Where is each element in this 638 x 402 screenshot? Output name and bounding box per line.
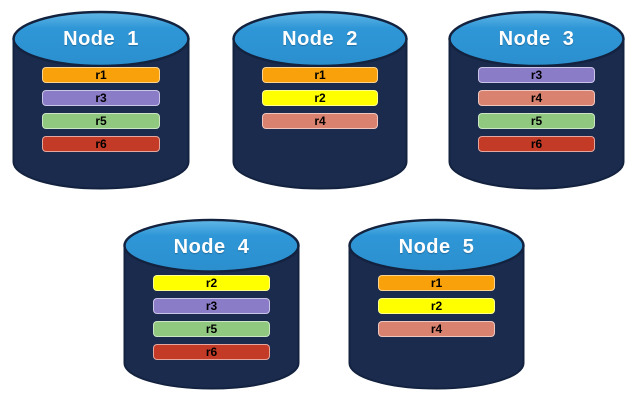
replica-bar-r2: r2 (153, 275, 270, 291)
replica-bar-r6: r6 (153, 344, 270, 360)
replica-bar-r5: r5 (153, 321, 270, 337)
replica-bar-r2: r2 (378, 298, 495, 314)
replica-bar-r1: r1 (261, 67, 379, 83)
replica-list: r1 r2 r4 (378, 275, 495, 337)
replica-list: r2 r3 r5 r6 (153, 275, 270, 360)
replica-list: r1 r3 r5 r6 (42, 67, 160, 152)
replica-bar-r3: r3 (153, 298, 270, 314)
database-node: Node 3 r3 r4 r5 r6 (448, 10, 625, 190)
cylinder-top (12, 10, 190, 68)
node-label: Node 4 (173, 236, 250, 258)
database-node: Node 4 r2 r3 r5 r6 (123, 218, 300, 390)
replica-bar-r4: r4 (378, 321, 495, 337)
cylinder-top (448, 10, 625, 68)
replica-list: r3 r4 r5 r6 (478, 67, 595, 152)
database-node: Node 5 r1 r2 r4 (348, 218, 525, 390)
replica-bar-r6: r6 (42, 136, 160, 152)
replica-bar-r2: r2 (261, 90, 379, 106)
cylinder-top (348, 218, 525, 273)
database-node: Node 1 r1 r3 r5 r6 (12, 10, 190, 190)
replica-bar-r6: r6 (478, 136, 595, 152)
replica-bar-r5: r5 (478, 113, 595, 129)
replica-bar-r4: r4 (261, 113, 379, 129)
node-label: Node 5 (398, 236, 475, 258)
cylinder-top (232, 10, 408, 68)
node-label: Node 2 (282, 28, 358, 50)
replica-bar-r1: r1 (378, 275, 495, 291)
replica-bar-r4: r4 (478, 90, 595, 106)
node-label: Node 3 (498, 28, 575, 50)
cylinder-top (123, 218, 300, 273)
replica-bar-r3: r3 (42, 90, 160, 106)
replica-bar-r3: r3 (478, 67, 595, 83)
node-label: Node 1 (63, 28, 139, 50)
replica-bar-r1: r1 (42, 67, 160, 83)
database-node: Node 2 r1 r2 r4 (232, 10, 408, 190)
replica-bar-r5: r5 (42, 113, 160, 129)
replica-list: r1 r2 r4 (261, 67, 379, 129)
